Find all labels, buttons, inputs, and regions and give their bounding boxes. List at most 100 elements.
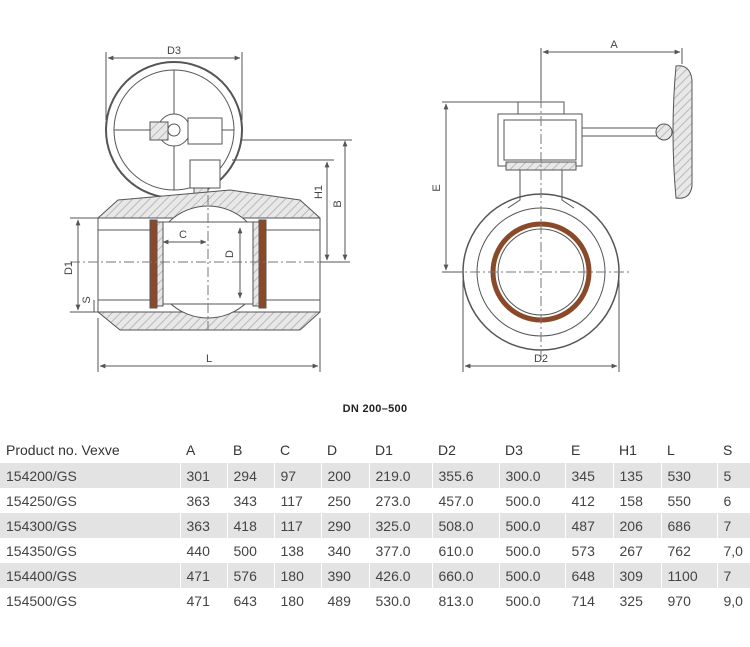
size-range-caption: DN 200–500 xyxy=(342,403,408,415)
dimension-cell: 267 xyxy=(612,538,661,563)
label-d1: D1 xyxy=(63,261,75,275)
dimension-cell: 345 xyxy=(564,463,613,488)
column-header: D1 xyxy=(375,442,393,458)
product-number-cell: 154300/GS xyxy=(0,513,180,538)
product-number-cell: 154500/GS xyxy=(6,592,77,609)
dimension-cell: 5 xyxy=(716,463,750,488)
dimension-cell: 573 xyxy=(564,538,613,563)
label-s: S xyxy=(81,296,93,303)
dimension-cell: 300.0 xyxy=(498,463,565,488)
dimension-cell: 325.0 xyxy=(368,513,432,538)
dimension-cell: 1100 xyxy=(660,563,717,588)
dimension-cell: 301 xyxy=(179,463,227,488)
dimension-cell: 363 xyxy=(179,513,227,538)
side-section-view xyxy=(70,52,352,372)
dimension-cell: 180 xyxy=(273,563,321,588)
dimension-cell: 9,0 xyxy=(716,588,750,613)
column-header: H1 xyxy=(619,442,637,458)
label-d2: D2 xyxy=(534,353,548,365)
dimension-cell: 363 xyxy=(179,488,227,513)
dimension-cell: 500.0 xyxy=(498,488,565,513)
column-header: A xyxy=(186,442,196,458)
column-header: S xyxy=(723,442,733,458)
dimensions-table: Product no. Vexve A B C D D1 D2 D3 E H1 L S 154200/… xyxy=(0,437,750,613)
dimension-cell: 180 xyxy=(273,588,321,613)
label-h1: H1 xyxy=(313,185,325,199)
drawing-svg: D3 C D D1 S L H1 B A E D2 xyxy=(63,39,693,372)
dimension-cell: 290 xyxy=(320,513,369,538)
dimension-cell: 343 xyxy=(226,488,274,513)
dimension-cell: 500.0 xyxy=(498,588,565,613)
dimension-cell: 340 xyxy=(320,538,369,563)
dimension-cell: 325 xyxy=(612,588,661,613)
dimension-cell: 530.0 xyxy=(368,588,432,613)
dimension-cell: 200 xyxy=(320,463,369,488)
product-number-cell: 154250/GS xyxy=(6,492,77,509)
dimension-cell: 550 xyxy=(660,488,717,513)
table-header-row: Product no. Vexve A B C D D1 D2 D3 E H1 L S xyxy=(0,437,750,463)
column-header: E xyxy=(571,442,581,458)
dimension-cell: 294 xyxy=(226,463,274,488)
product-number-cell: 154200/GS xyxy=(0,463,180,488)
dimension-cell: 500.0 xyxy=(498,563,565,588)
dimension-cell: 489 xyxy=(320,588,369,613)
column-header: B xyxy=(233,442,243,458)
dimension-cell: 530 xyxy=(660,463,717,488)
dimension-cell: 7 xyxy=(716,563,750,588)
dimension-cell: 643 xyxy=(226,588,274,613)
dimension-cell: 138 xyxy=(273,538,321,563)
dimension-cell: 273.0 xyxy=(368,488,432,513)
dimension-cell: 355.6 xyxy=(431,463,499,488)
dimension-cell: 426.0 xyxy=(368,563,432,588)
dimension-cell: 117 xyxy=(273,513,321,538)
dimension-cell: 206 xyxy=(612,513,661,538)
label-b: B xyxy=(332,200,344,207)
product-number-cell: 154400/GS xyxy=(0,563,180,588)
dimension-cell: 487 xyxy=(564,513,613,538)
dimension-cell: 7 xyxy=(716,513,750,538)
dimension-cell: 117 xyxy=(273,488,321,513)
dimension-cell: 762 xyxy=(660,538,717,563)
dimension-cell: 500 xyxy=(226,538,274,563)
dimension-cell: 440 xyxy=(179,538,227,563)
dimension-cell: 500.0 xyxy=(498,513,565,538)
dimension-cell: 648 xyxy=(564,563,613,588)
dimension-cell: 970 xyxy=(660,588,717,613)
dimension-cell: 576 xyxy=(226,563,274,588)
dimension-cell: 418 xyxy=(226,513,274,538)
dimension-cell: 471 xyxy=(179,563,227,588)
dimension-cell: 471 xyxy=(179,588,227,613)
front-view xyxy=(442,48,693,372)
dimension-cell: 158 xyxy=(612,488,661,513)
dimension-cell: 135 xyxy=(612,463,661,488)
dimension-cell: 219.0 xyxy=(368,463,432,488)
dimension-cell: 714 xyxy=(564,588,613,613)
dimension-cell: 377.0 xyxy=(368,538,432,563)
column-header: C xyxy=(280,442,291,458)
valve-technical-drawing: D3 C D D1 S L H1 B A E D2 xyxy=(63,39,693,372)
column-header: L xyxy=(667,442,675,458)
dimension-cell: 508.0 xyxy=(431,513,499,538)
column-header: D3 xyxy=(505,442,523,458)
dimension-cell: 309 xyxy=(612,563,661,588)
label-a: A xyxy=(610,39,618,51)
product-number-cell: 154350/GS xyxy=(6,542,77,559)
dimension-cell: 390 xyxy=(320,563,369,588)
handwheel-side xyxy=(105,61,243,199)
column-header: D2 xyxy=(438,442,456,458)
dimension-cell: 500.0 xyxy=(498,538,565,563)
label-d3: D3 xyxy=(167,45,181,57)
dimension-cell: 250 xyxy=(320,488,369,513)
dimension-labels: D3 C D D1 S L H1 B A E D2 xyxy=(63,39,618,365)
column-header: D xyxy=(327,442,338,458)
column-header-product: Product no. Vexve xyxy=(6,442,120,458)
label-d: D xyxy=(224,250,236,258)
dimension-cell: 610.0 xyxy=(431,538,499,563)
